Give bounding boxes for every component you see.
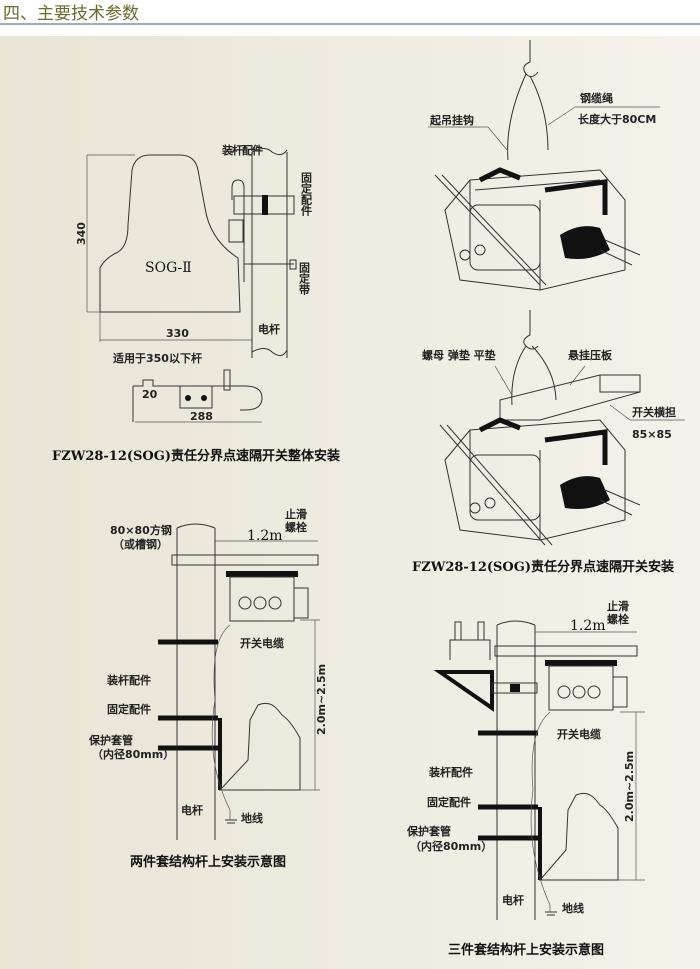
sleeve-label-4: 保护套管: [406, 824, 451, 838]
figure-switch-lifting: 起吊挂钩 钢缆绳 长度大于80CM 螺母 弹垫 平垫 悬挂压板 开关横担 85×…: [412, 40, 685, 575]
cable-bushings: [560, 226, 610, 259]
fig2-caption: FZW28-12(SOG)责任分界点速隔开关安装: [412, 559, 674, 575]
pole-label-4: 电杆: [502, 893, 524, 907]
fig1-caption: FZW28-12(SOG)责任分界点速隔开关整体安装: [52, 448, 340, 464]
pole-3: [176, 523, 216, 840]
sog-shield-4: [538, 792, 619, 881]
steel-alt-label: （或槽钢）: [113, 537, 168, 551]
figure-two-piece: 2.0m~2.5m 80×80方钢 （或槽钢） 1.2m 止滑 螺栓 开关电缆 …: [88, 507, 328, 870]
switch-cable-label-3: 开关电缆: [240, 636, 284, 650]
anti-slip-label-3a: 止滑: [285, 507, 307, 521]
sleeve-dia-label-3: （内径80mm）: [92, 747, 174, 761]
fig3-caption: 两件套结构杆上安装示意图: [130, 854, 286, 870]
section-title: 四、主要技术参数: [3, 4, 139, 24]
crossarm-label: 开关横担: [632, 405, 676, 419]
anti-slip-label-4b: 螺栓: [607, 612, 629, 626]
pole-label-3: 电杆: [181, 803, 203, 817]
insulators: [449, 639, 491, 660]
lifting-hook: [507, 40, 549, 161]
fix-fitting-label-3: 固定配件: [107, 702, 151, 716]
cable-label: 钢缆绳: [580, 91, 613, 105]
cable-length-label: 长度大于80CM: [578, 112, 656, 126]
figure-three-piece: 2.0m~2.5m 1.2m 止滑 螺栓 开关电缆 装杆配件 固定配件 保护套管…: [406, 599, 645, 958]
nut-washers-label: 螺母 弹垫 平垫: [422, 348, 496, 362]
hanging-hook: [511, 310, 557, 406]
crossarm-4: [494, 645, 638, 657]
span-label-4: 1.2m: [570, 618, 606, 634]
sleeve-label-3: 保护套管: [88, 733, 133, 747]
fix-fitting-label-4: 固定配件: [427, 795, 471, 809]
sog-shield-outline: [99, 154, 241, 313]
span-label-3: 1.2m: [247, 528, 283, 544]
crossarm-size-label: 85×85: [632, 428, 672, 441]
sog-shield-3: [218, 702, 301, 791]
bracket-dim-288: 288: [190, 410, 213, 423]
anti-slip-label-3b: 螺栓: [285, 520, 307, 534]
pole-fitting-label: 装杆配件: [221, 143, 263, 157]
figure-overall-install: SOG-Ⅱ 340 330 装杆配件 固定配件 固定带 电杆 适用于350以下杆…: [52, 143, 340, 464]
sleeve-dia-label-4: （内径80mm）: [410, 839, 492, 853]
height-dim-3: 2.0m~2.5m: [315, 664, 328, 735]
steel-crossarm: [171, 554, 319, 566]
fix-fitting-label: 固定配件: [300, 172, 313, 217]
pole-label: 电杆: [258, 322, 280, 336]
dim-height: 340: [75, 222, 88, 245]
switch-cable-label-4: 开关电缆: [557, 727, 601, 741]
pole-4: [496, 620, 536, 920]
pole: [251, 148, 288, 358]
bracket-dim-20: 20: [142, 388, 158, 401]
anti-slip-label-4a: 止滑: [607, 599, 629, 613]
dim-width: 330: [166, 327, 189, 340]
shield-label: SOG-Ⅱ: [145, 260, 192, 276]
pole-fitting-label-4: 装杆配件: [428, 765, 473, 779]
steel-label: 80×80方钢: [110, 523, 172, 537]
height-dim-4: 2.0m~2.5m: [623, 751, 636, 822]
ground-label-3: 地线: [241, 811, 263, 825]
hook-bracket: [231, 179, 245, 282]
lift-hook-label: 起吊挂钩: [429, 113, 474, 127]
fig4-caption: 三件套结构杆上安装示意图: [448, 942, 604, 958]
ground-label-4: 地线: [562, 901, 584, 915]
hang-plate-label: 悬挂压板: [567, 348, 613, 362]
fix-strap-label: 固定带: [298, 262, 311, 296]
note-label: 适用于350以下杆: [113, 351, 202, 365]
pole-fitting-label-3: 装杆配件: [106, 673, 151, 687]
